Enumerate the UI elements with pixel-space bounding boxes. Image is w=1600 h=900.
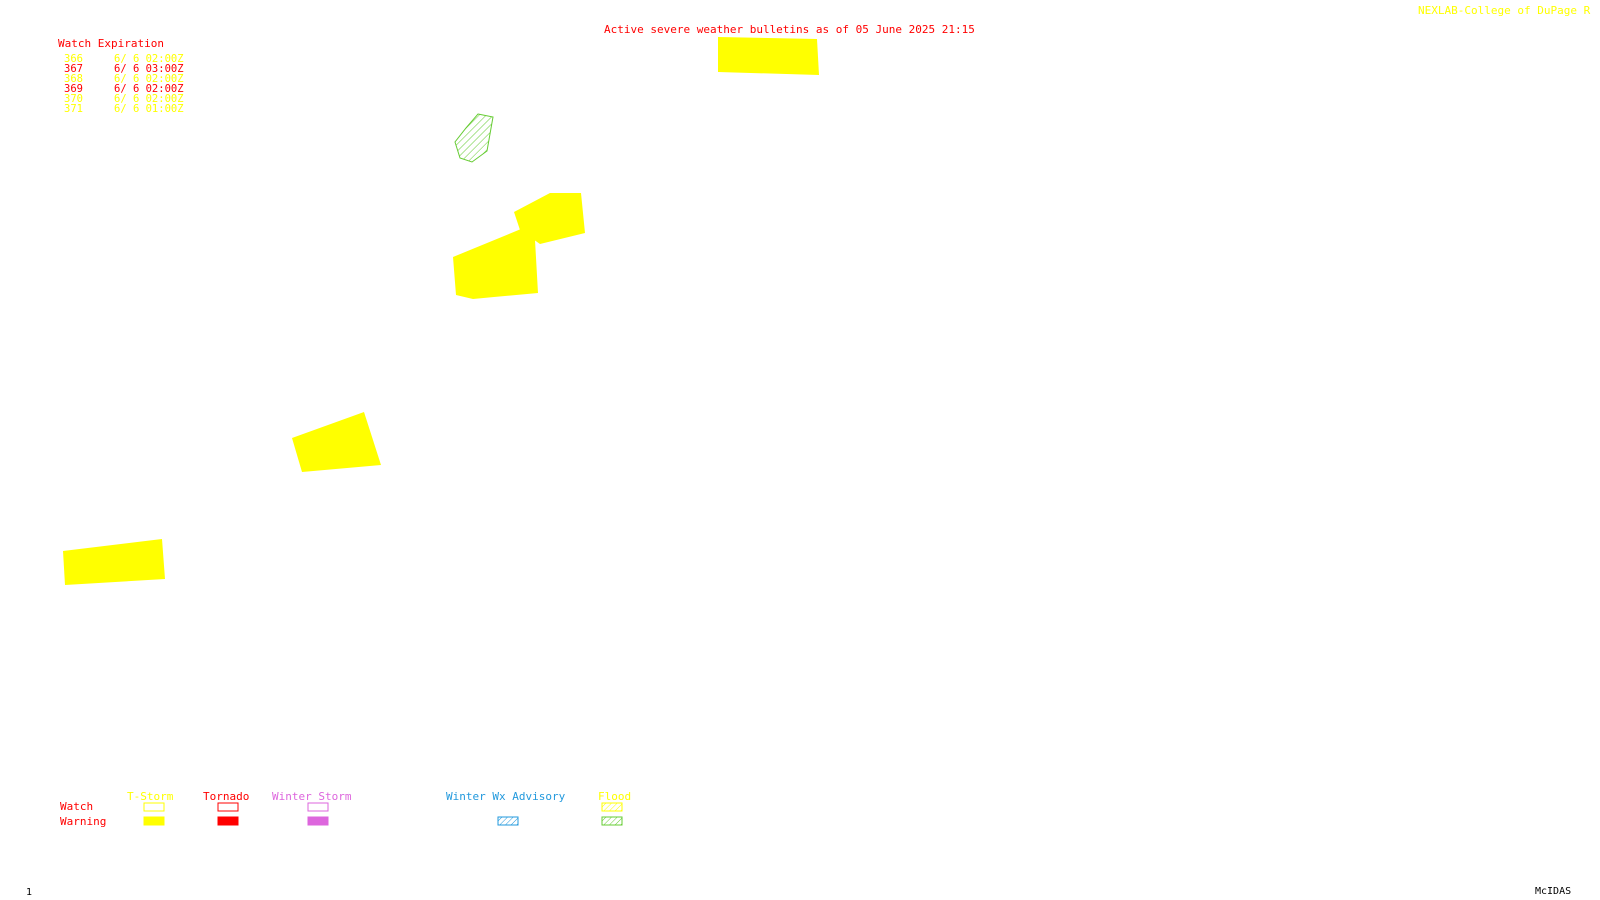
software-label: McIDAS — [1535, 886, 1572, 897]
watch-row: 370 6/ 6 02:00Z — [64, 93, 184, 105]
legend-category-label: Flood — [598, 790, 632, 803]
watch-number: 370 — [64, 93, 83, 105]
bulletin-title: Active severe weather bulletins as of 05… — [604, 23, 975, 36]
legend-watch-label: Watch — [60, 800, 94, 813]
watch-number: 371 — [64, 103, 83, 115]
legend-watch-swatch — [307, 802, 329, 812]
watch-row: 369 6/ 6 02:00Z — [64, 83, 184, 95]
legend-warning-label: Warning — [60, 815, 107, 828]
tstorm-warning-polygon — [63, 539, 165, 585]
legend-warning-swatch — [143, 816, 165, 826]
frame-number: 1 — [26, 887, 33, 898]
legend-category-label: T-Storm — [127, 790, 174, 803]
watch-expires: 6/ 6 02:00Z — [114, 73, 184, 85]
tstorm-warning-polygon — [514, 193, 585, 244]
watch-expires: 6/ 6 02:00Z — [114, 53, 184, 65]
legend-warning-swatch — [497, 816, 519, 826]
watch-expiration-list: 366 6/ 6 02:00Z 367 6/ 6 03:00Z 368 6/ 6 02:0… — [64, 53, 184, 115]
legend-warning-swatch — [217, 816, 239, 826]
tstorm-warning-polygon — [292, 412, 381, 472]
source-credit: NEXLAB-College of DuPage R — [1418, 4, 1591, 17]
watch-row: 371 6/ 6 01:00Z — [64, 103, 184, 115]
watch-expiration-heading: Watch Expiration — [58, 37, 164, 50]
tstorm-warning-polygon — [453, 229, 538, 299]
watch-number: 367 — [64, 63, 83, 75]
watch-expires: 6/ 6 01:00Z — [114, 103, 184, 115]
watch-expires: 6/ 6 02:00Z — [114, 83, 184, 95]
watch-number: 366 — [64, 53, 83, 65]
watch-expires: 6/ 6 03:00Z — [114, 63, 184, 75]
watch-row: 366 6/ 6 02:00Z — [64, 53, 184, 65]
legend-category-label: Winter Storm — [272, 790, 352, 803]
watch-expires: 6/ 6 02:00Z — [114, 93, 184, 105]
watch-row: 368 6/ 6 02:00Z — [64, 73, 184, 85]
legend-category-label: Tornado — [203, 790, 250, 803]
legend-watch-swatch — [143, 802, 165, 812]
watch-number: 369 — [64, 83, 83, 95]
legend-warning-swatch — [307, 816, 329, 826]
legend-warning-swatch — [601, 816, 623, 826]
legend-watch-swatch — [601, 802, 623, 812]
watch-number: 368 — [64, 73, 83, 85]
flood-warning-polygon — [454, 113, 494, 163]
tstorm-warning-polygon — [718, 37, 819, 75]
watch-row: 367 6/ 6 03:00Z — [64, 63, 184, 75]
legend-watch-swatch — [217, 802, 239, 812]
legend-category-label: Winter Wx Advisory — [446, 790, 566, 803]
